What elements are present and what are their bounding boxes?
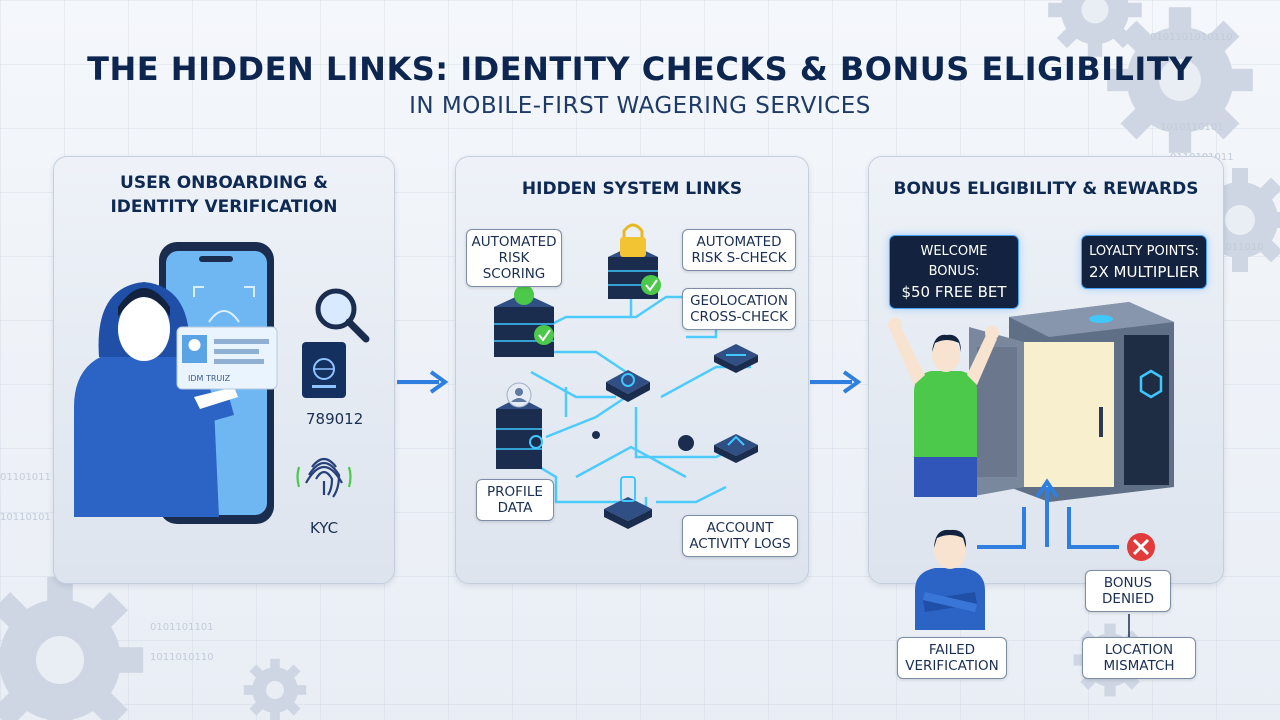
circuit-node-icon: [714, 434, 758, 463]
panel-title-line: USER ONBOARDING &: [120, 173, 328, 193]
label-profile-data: PROFILE DATA: [476, 479, 554, 521]
label-geolocation-cross-check: GEOLOCATION CROSS-CHECK: [682, 288, 796, 330]
svg-text:0101101010110: 0101101010110: [1150, 32, 1233, 43]
label-line: AUTOMATED: [696, 234, 782, 250]
label-line: PROFILE: [487, 484, 543, 500]
arrow-up-icon: [977, 478, 1119, 549]
svg-text:1101011010: 1101011010: [1200, 242, 1264, 253]
panel-system-links: HIDDEN SYSTEM LINKS: [455, 156, 809, 584]
kyc-label: KYC: [310, 519, 338, 537]
circuit-node-icon: [592, 431, 600, 439]
fingerprint-icon: [296, 457, 352, 498]
svg-text:01101011: 01101011: [0, 472, 51, 483]
svg-text:1011010110: 1011010110: [150, 652, 214, 663]
panel-title-onboarding: USER ONBOARDING & IDENTITY VERIFICATION: [54, 171, 394, 219]
arms-crossed-user-icon: [915, 529, 985, 630]
circuit-node-icon: [714, 344, 758, 373]
panel-title-system: HIDDEN SYSTEM LINKS: [521, 179, 743, 199]
gear-icon: [1048, 0, 1142, 57]
server-icon: [496, 382, 543, 469]
svg-text:10110101: 10110101: [0, 512, 51, 523]
label-line: RISK SCORING: [482, 250, 546, 282]
label-line: BONUS: [1103, 575, 1153, 591]
label-failed-verification: FAILED VERIFICATION: [897, 637, 1007, 679]
label-bonus-denied: BONUS DENIED: [1085, 570, 1171, 612]
label-line: FAILED: [928, 642, 976, 658]
lock-icon: [620, 223, 646, 257]
panel-onboarding: USER ONBOARDING & IDENTITY VERIFICATION: [53, 156, 395, 584]
label-line: RISK S-CHECK: [691, 250, 787, 266]
label-line: ACCOUNT: [706, 520, 774, 536]
arrow-right-icon: [397, 370, 449, 394]
label-line: LOCATION: [1104, 642, 1174, 658]
panel-title-line: IDENTITY VERIFICATION: [110, 197, 338, 217]
label-line: 2X MULTIPLIER: [1088, 263, 1200, 281]
label-line: ACTIVITY LOGS: [689, 536, 791, 552]
label-line: DENIED: [1102, 591, 1154, 607]
celebrating-user-icon: [888, 318, 999, 497]
label-line: DATA: [497, 500, 533, 516]
circuit-node-icon: [678, 435, 694, 451]
passport-icon: [302, 342, 346, 398]
label-line: LOYALTY POINTS:: [1089, 244, 1199, 259]
gear-icon: [243, 658, 307, 720]
label-line: MISMATCH: [1103, 658, 1175, 674]
label-automated-risk-scoring: AUTOMATED RISK SCORING: [466, 229, 562, 287]
label-location-mismatch: LOCATION MISMATCH: [1082, 637, 1196, 679]
page-title: THE HIDDEN LINKS: IDENTITY CHECKS & BONU…: [87, 50, 1193, 88]
panel-bonus-eligibility: BONUS ELIGIBILITY & REWARDS: [868, 156, 1224, 584]
label-line: CROSS-CHECK: [690, 309, 788, 325]
label-loyalty-points: LOYALTY POINTS: 2X MULTIPLIER: [1081, 235, 1207, 289]
circuit-node-icon: [604, 476, 652, 529]
onboarding-illustration: IDM TRUIZ 789012 KYC: [74, 242, 370, 537]
hooded-user-icon: [74, 282, 238, 517]
server-icon: [494, 285, 554, 357]
label-automated-risk-check: AUTOMATED RISK S-CHECK: [682, 229, 796, 271]
vault-icon: [969, 302, 1174, 502]
circuit-node-icon: [606, 370, 650, 402]
id-card-text: IDM TRUIZ: [188, 374, 231, 383]
error-x-icon: [1127, 533, 1155, 561]
page-subtitle: IN MOBILE-FIRST WAGERING SERVICES: [409, 93, 871, 119]
svg-text:0101101101: 0101101101: [150, 622, 214, 633]
label-welcome-bonus: WELCOME BONUS: $50 FREE BET: [889, 235, 1019, 309]
label-account-activity-logs: ACCOUNT ACTIVITY LOGS: [682, 515, 798, 557]
magnifier-icon: [315, 288, 370, 343]
label-line: GEOLOCATION: [690, 293, 788, 309]
arrow-right-icon: [810, 370, 862, 394]
panel-title-bonus: BONUS ELIGIBILITY & REWARDS: [893, 179, 1199, 199]
system-network-illustration: [494, 223, 758, 529]
label-line: VERIFICATION: [905, 658, 999, 674]
svg-text:1010110101: 1010110101: [1160, 122, 1224, 133]
label-line: $50 FREE BET: [901, 283, 1007, 301]
id-number: 789012: [306, 410, 363, 428]
bonus-illustration: [888, 302, 1174, 561]
label-line: WELCOME BONUS:: [920, 244, 988, 279]
connector-line: [1128, 614, 1130, 638]
gear-icon: [0, 576, 144, 720]
id-card-icon: IDM TRUIZ: [176, 326, 278, 390]
label-line: AUTOMATED: [471, 234, 557, 250]
